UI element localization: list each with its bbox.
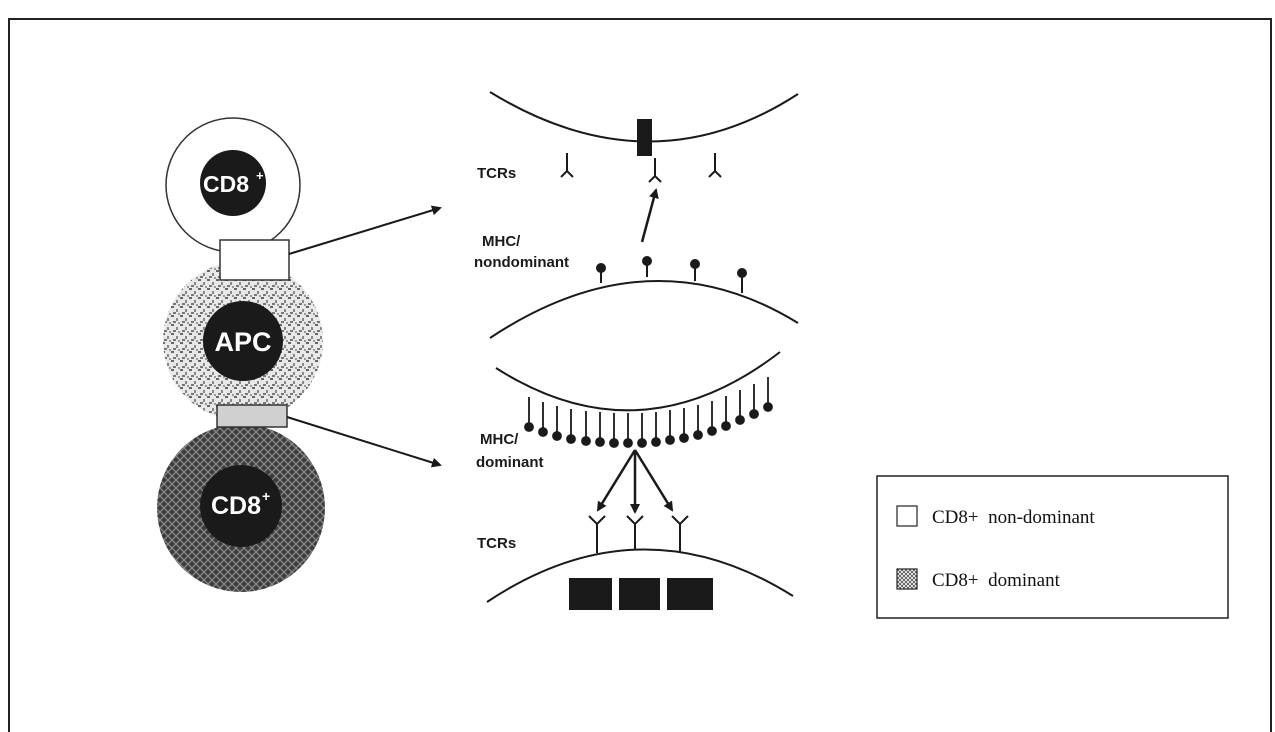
tcr-receptors-bottom [589, 516, 688, 553]
legend-swatch-empty [897, 506, 917, 526]
signal-block [667, 578, 713, 610]
mhc-molecule [610, 413, 618, 447]
mhc-molecule [694, 405, 702, 439]
zoom-arrow-bottom [287, 417, 440, 465]
mhc-molecules-dominant [525, 377, 772, 447]
recognition-arrow [598, 450, 635, 510]
mhc-molecule [666, 410, 674, 444]
tcrs-bottom-label: TCRs [477, 535, 516, 552]
legend: CD8+ non-dominant CD8+ dominant [877, 476, 1228, 618]
mhc-dominant-line1: MHC/ [480, 431, 519, 448]
top-signal-block [637, 119, 652, 156]
mhc-molecule [691, 260, 699, 281]
tcr-receptor [672, 516, 688, 553]
tcr-receptor [589, 516, 605, 553]
mhc-molecule [539, 402, 547, 436]
legend-label-dominant: CD8+ dominant [932, 570, 1061, 591]
recognition-arrow [635, 450, 672, 510]
mhc-molecule [567, 409, 575, 443]
recognition-arrow-single [642, 190, 656, 242]
bottom-cd8-label: CD8 [211, 492, 261, 520]
tcr-receptor [627, 516, 643, 550]
top-cd8-label: CD8 [203, 171, 249, 197]
mhc-molecule [652, 412, 660, 446]
mhc-molecule [582, 411, 590, 445]
bottom-cd8-sup: + [262, 488, 270, 504]
synapse-box-bottom [217, 405, 287, 427]
mhc-molecule [708, 401, 716, 435]
tcr-receptor [709, 153, 721, 177]
tcr-receptor [649, 158, 661, 182]
mhc-molecule [722, 396, 730, 430]
mhc-molecule [738, 269, 746, 293]
apc-label: APC [214, 327, 271, 357]
mhc-nondominant-line1: MHC/ [482, 233, 521, 250]
mhc-molecule [525, 397, 533, 431]
signal-block [569, 578, 612, 610]
tcr-receptor [561, 153, 573, 177]
mhc-molecules-nondominant [597, 257, 746, 293]
recognition-arrows-multiple [598, 450, 672, 512]
mhc-molecule [597, 264, 605, 283]
mhc-molecule [553, 406, 561, 440]
signal-block [619, 578, 660, 610]
mhc-nondominant-line2: nondominant [474, 254, 569, 271]
bottom-apc-membrane [496, 352, 780, 410]
tcrs-top-label: TCRs [477, 165, 516, 182]
mhc-molecule [750, 384, 758, 418]
mhc-molecule [596, 412, 604, 446]
dominant-synapse: MHC/ dominant TCRs [476, 352, 793, 610]
mhc-molecule [736, 390, 744, 424]
legend-label-nondominant: CD8+ non-dominant [932, 507, 1095, 528]
synapse-box-top [220, 240, 289, 280]
mhc-molecule [624, 413, 632, 447]
top-cd8-sup: + [256, 168, 264, 183]
mhc-molecule [643, 257, 651, 277]
top-apc-membrane [490, 281, 798, 338]
mhc-molecule [638, 413, 646, 447]
nondominant-synapse: TCRs MHC/ nondominant [474, 92, 798, 338]
mhc-molecule [680, 408, 688, 442]
tcr-receptors-top [561, 153, 721, 182]
legend-swatch-crosshatch [897, 569, 917, 589]
cell-stack: CD8 + APC CD8 + [157, 118, 325, 592]
mhc-dominant-line2: dominant [476, 454, 544, 471]
zoom-arrow-top [289, 208, 440, 254]
mhc-molecule [764, 377, 772, 411]
legend-box [877, 476, 1228, 618]
